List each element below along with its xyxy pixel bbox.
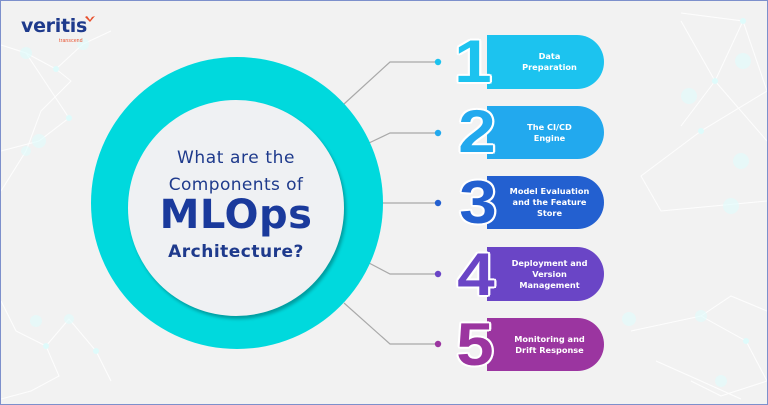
title-line-4: Architecture? xyxy=(168,242,304,262)
connector-dot-3 xyxy=(434,199,442,207)
title-line-2: Components of xyxy=(168,175,304,195)
veritis-logo[interactable]: veritis transcend xyxy=(21,15,101,47)
title-line-1: What are the xyxy=(176,148,296,168)
connector-dot-1 xyxy=(434,58,442,66)
inner-circle xyxy=(128,100,344,316)
title-mlops: MLOps xyxy=(159,192,313,238)
connector-dot-2 xyxy=(434,129,442,137)
component-label: Deployment and Version Management xyxy=(511,257,588,290)
connector-dot-5 xyxy=(434,340,442,348)
component-number-3: 3 xyxy=(459,169,497,236)
component-number-5: 5 xyxy=(456,311,494,378)
component-label: The CI/CD Engine xyxy=(527,121,572,143)
component-pill-1: Data Preparation xyxy=(487,35,604,89)
component-pill-5: Monitoring and Drift Response xyxy=(487,318,604,371)
component-number-2: 2 xyxy=(458,98,496,165)
component-label: Data Preparation xyxy=(522,51,577,72)
logo-accent-icon xyxy=(85,16,95,22)
component-pill-4: Deployment and Version Management xyxy=(487,247,604,301)
component-label: Model Evaluation and the Feature Store xyxy=(509,186,590,218)
component-number-1: 1 xyxy=(454,28,492,95)
component-label: Monitoring and Drift Response xyxy=(514,333,585,355)
component-pill-3: Model Evaluation and the Feature Store xyxy=(487,176,604,229)
logo-tagline: transcend xyxy=(59,38,83,44)
connector-dot-4 xyxy=(434,270,442,278)
component-pill-2: The CI/CD Engine xyxy=(487,106,604,159)
component-number-4: 4 xyxy=(457,241,495,308)
logo-wordmark: veritis xyxy=(21,15,87,37)
